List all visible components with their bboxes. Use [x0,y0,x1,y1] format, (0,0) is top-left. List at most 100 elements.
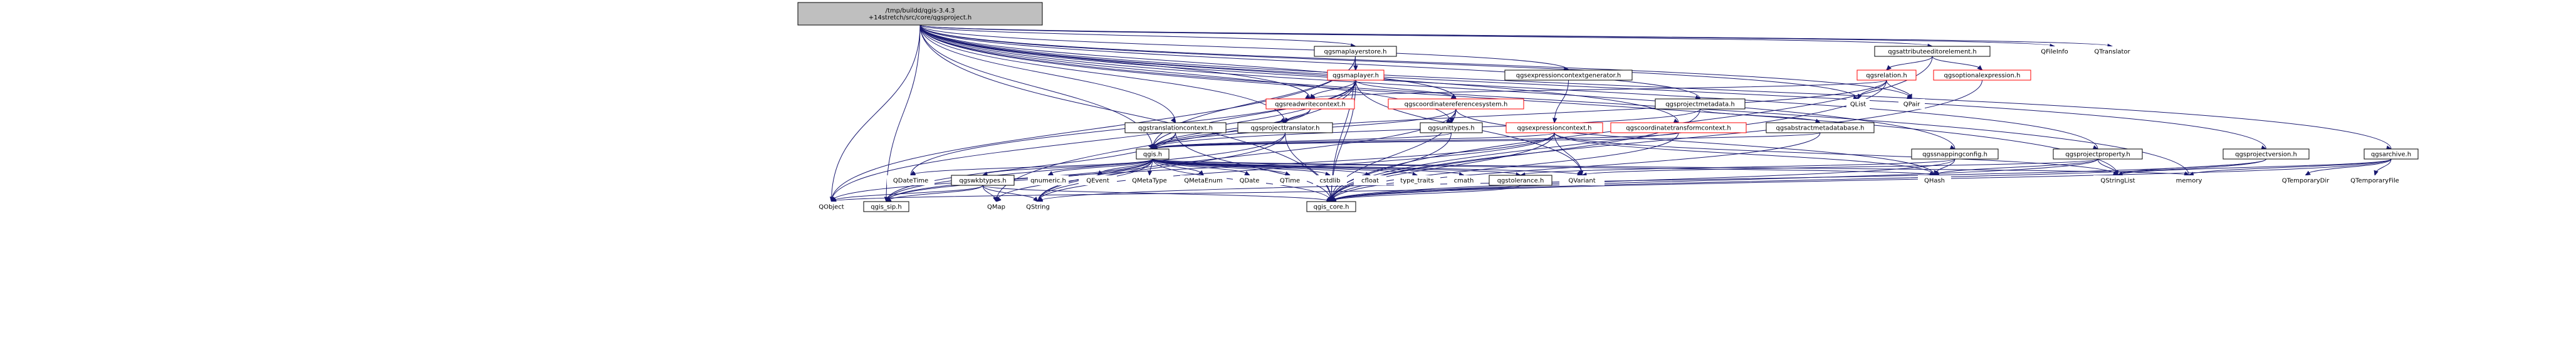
node-label: QStringList [2100,178,2135,185]
node-qtime: QTime [1273,175,1307,185]
node-label: qgssnappingconfig.h [1922,152,1987,158]
node-memory: memory [2172,175,2206,185]
node-qgsprojectmetadata[interactable]: qgsprojectmetadata.h [1655,98,1746,110]
node-qgstolerance[interactable]: qgstolerance.h [1489,175,1552,186]
node-label: QTime [1280,178,1300,185]
node-cstdlib: cstdlib [1313,175,1347,185]
node-label: qgsmaplayerstore.h [1324,49,1386,56]
node-qtemporarydir: QTemporaryDir [2277,175,2334,185]
node-label: qgsprojecttranslator.h [1251,125,1320,132]
node-label: QEvent [1086,178,1109,185]
node-type_traits: type_traits [1394,175,1440,185]
node-label: qgsprojectmetadata.h [1665,101,1735,108]
node-label: qgsarchive.h [2371,152,2411,158]
node-label: QHash [1924,178,1945,185]
edge-qgsexpressioncontext-to-qstringlist [1554,132,2119,177]
node-label: qgis_core.h [1314,204,1349,211]
node-qlist: QList [1846,99,1870,109]
edge-qgis-to-qdate [1152,158,1250,176]
edge-qgswkbtypes-to-qstring [982,185,1039,202]
edge-qgswkbtypes-to-qmap [982,185,998,203]
node-label: qgsrelation.h [1866,73,1907,80]
node-qgstranslationcontext[interactable]: qgstranslationcontext.h [1124,122,1227,133]
node-qstringlist: QStringList [2093,175,2142,185]
edge-qgsattributeeditorelement-to-qgsoptionalexpression [1932,56,1983,71]
node-label: QMetaType [1132,178,1167,185]
node-label: QString [1026,204,1050,211]
node-label: QList [1850,101,1866,108]
node-label: type_traits [1400,178,1433,185]
edge-qgsarchive-to-qtemporaryfile [2374,158,2392,177]
node-qfileinfo: QFileInfo [2033,46,2076,56]
node-qtemporaryfile: QTemporaryFile [2345,175,2404,185]
edge-qgis-to-qnumeric [1047,158,1153,176]
node-qpair: QPair [1898,99,1925,109]
node-qgsoptionalexpression[interactable]: qgsoptionalexpression.h [1933,69,2031,81]
edge-qgsexpressioncontext-to-qgis [1151,132,1555,151]
node-label: qgsprojectversion.h [2235,152,2297,158]
node-qgsarchive[interactable]: qgsarchive.h [2364,148,2419,160]
node-label: qnumeric.h [1030,178,1066,185]
node-cfloat: cfloat [1354,175,1386,185]
node-qgscoordinatetransformcontext[interactable]: qgscoordinatetransformcontext.h [1610,122,1747,133]
edge-qgsprojectproperty-to-qvariant [1581,158,2098,177]
edge-qgsunittypes-to-qgis [1151,132,1452,151]
edge-root-to-memory [919,24,2190,176]
node-label: qgsreadwritecontext.h [1275,101,1346,108]
node-cmath: cmath [1447,175,1480,185]
node-label: QDate [1240,178,1260,185]
edge-root-to-qgsattributeeditorelement [919,24,1934,49]
node-qgsprojectproperty[interactable]: qgsprojectproperty.h [2053,148,2143,160]
node-root[interactable]: /tmp/buildd/qgis-3.4.3+14stretch/src/cor… [797,2,1043,26]
node-qgsrelation[interactable]: qgsrelation.h [1856,69,1917,81]
node-qgsunittypes[interactable]: qgsunittypes.h [1420,122,1483,133]
node-label: QTemporaryDir [2282,178,2330,185]
node-label: QPair [1903,101,1920,108]
node-label: qgsabstractmetadatabase.h [1776,125,1865,132]
edge-root-to-qgsprojectversion [919,24,2267,150]
node-label: QDateTime [893,178,928,185]
node-label: qgsmaplayer.h [1333,73,1379,80]
node-qgsmaplayerstore[interactable]: qgsmaplayerstore.h [1314,46,1397,57]
edge-root-to-qlist [919,24,1859,100]
edge-root-to-qgstranslationcontext [919,24,1176,123]
node-qgis[interactable]: qgis.h [1136,148,1170,160]
node-label: memory [2176,178,2202,185]
node-label: qgis_sip.h [871,204,902,211]
node-qgsreadwritecontext[interactable]: qgsreadwritecontext.h [1265,98,1355,110]
node-qtranslator: QTranslator [2087,46,2137,56]
node-label: qgscoordinatetransformcontext.h [1626,125,1730,132]
node-qvariant: QVariant [1559,175,1605,185]
node-qgsexpressioncontextgenerator[interactable]: qgsexpressioncontextgenerator.h [1504,69,1633,81]
node-label: cmath [1454,178,1474,185]
node-qdate: QDate [1233,175,1266,185]
node-qgsattributeeditorelement[interactable]: qgsattributeeditorelement.h [1874,46,1991,57]
edge-qgsarchive-to-memory [2188,158,2392,177]
node-qgsexpressioncontext[interactable]: qgsexpressioncontext.h [1505,122,1603,133]
node-label: QObject [819,204,844,211]
node-qgscoordinatereferencesystem[interactable]: qgscoordinatereferencesystem.h [1388,98,1524,110]
node-qgsmaplayer[interactable]: qgsmaplayer.h [1327,69,1385,81]
node-qgis_core[interactable]: qgis_core.h [1306,201,1356,212]
edge-qgsattributeeditorelement-to-qgsrelation [1886,56,1933,71]
node-qmap: QMap [981,202,1012,212]
node-qgswkbtypes[interactable]: qgswkbtypes.h [951,175,1015,186]
node-qdatetime: QDateTime [887,175,935,185]
node-label: qgswkbtypes.h [959,178,1006,185]
node-label: qgsattributeeditorelement.h [1888,49,1976,56]
edge-root-to-qgscoordinatereferencesystem [919,24,1457,100]
node-label: qgsexpressioncontextgenerator.h [1516,73,1621,80]
edge-qgsmaplayer-to-qgis [1152,80,1356,150]
node-label: QVariant [1568,178,1595,185]
node-label: qgsprojectproperty.h [2065,152,2130,158]
node-qgsabstractmetadatabase[interactable]: qgsabstractmetadatabase.h [1766,122,1875,133]
node-label: qgstolerance.h [1497,178,1544,185]
node-label: QFileInfo [2041,49,2068,56]
edge-qgsexpressioncontextgenerator-to-qgsexpressioncontext [1552,80,1569,124]
node-label: qgis.h [1143,152,1162,158]
node-qgsprojecttranslator[interactable]: qgsprojecttranslator.h [1237,122,1333,133]
node-qstring: QString [1019,202,1057,212]
node-qgis_sip[interactable]: qgis_sip.h [863,201,909,212]
node-qgsprojectversion[interactable]: qgsprojectversion.h [2223,148,2310,160]
node-qgsmappingconfig[interactable]: qgssnappingconfig.h [1911,148,1999,160]
